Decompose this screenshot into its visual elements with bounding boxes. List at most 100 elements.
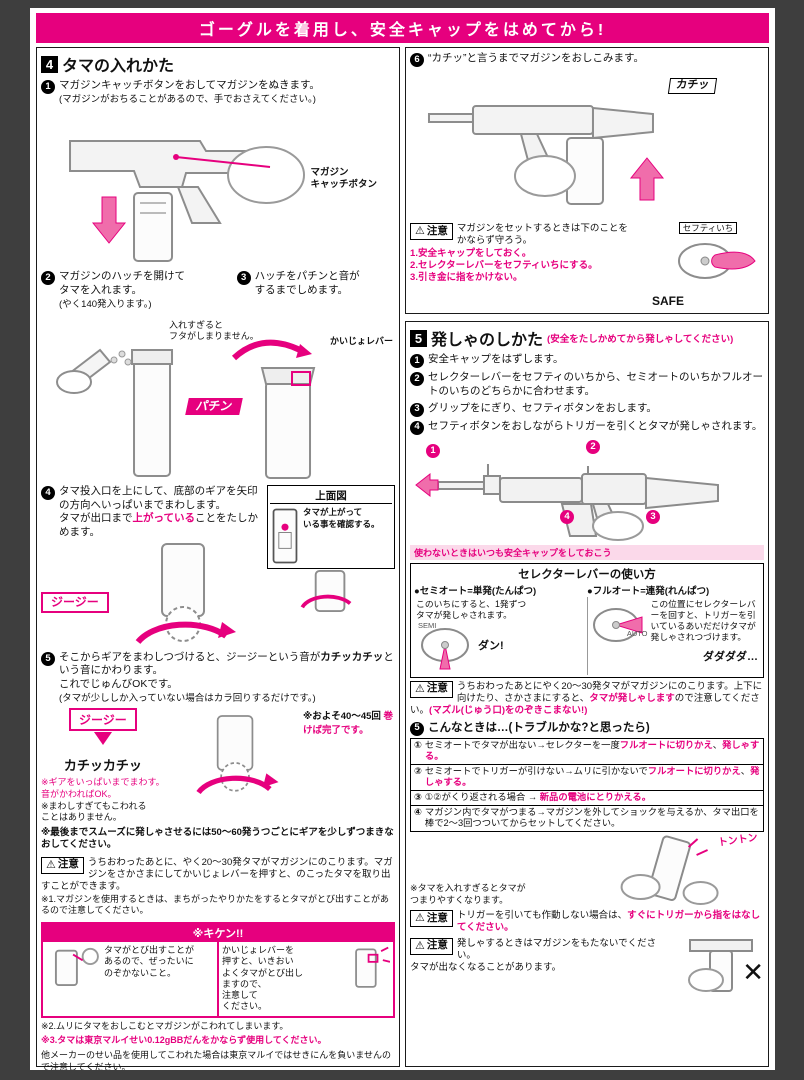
rifle-marker-3: 3 <box>646 509 661 524</box>
note-3a: ※3.タマは東京マルイせい0.12gBBだんをかならず使用してください。 <box>41 1035 327 1046</box>
trouble-row-2: ② セミオートでトリガーが引けない→ムリに引かないでフルオートに切りかえ、発しゃ… <box>410 763 764 791</box>
wind-count-note: ※およそ40〜45回 <box>303 711 381 723</box>
step5-subtext: (タマが少ししか入っていない場合はカラ回りするだけです。) <box>59 692 316 704</box>
warning1-text: うちおわったあとに、やく20〜30発タマがマガジンにのこります。マガジンをさかさ… <box>41 856 393 893</box>
warning-block-1: ⚠注意 うちおわったあとに、やく20〜30発タマがマガジンにのこります。マガジン… <box>41 856 395 917</box>
warning2-item3: 3.引き金に指をかけない。 <box>410 272 523 284</box>
section5-header: 5 発しゃのしかた (安全をたしかめてから発しゃしてください) <box>410 326 764 350</box>
warning2-item2: 2.セレクターレバーをセフティいちにする。 <box>410 260 598 272</box>
rifle-marker-2: 2 <box>586 439 601 454</box>
safety-banner: ゴーグルを着用し、安全キャップをはめてから! <box>36 13 769 43</box>
note-2: ※2.ムリにタマをおしこむとマガジンがこわれてしまいます。 <box>41 1020 289 1031</box>
fire-step-2: 2 セレクターレバーをセフティのいちから、セミオートのいちかフルオートのいちのど… <box>410 371 764 398</box>
top-view-schematic <box>272 508 298 564</box>
fig-load-and-close: 入れすぎると フタがしまりません。 かいじょレバー パチン <box>41 314 395 482</box>
rifle-marker-1: 1 <box>426 443 441 458</box>
selector-usage-title: セレクターレバーの使い方 <box>518 568 656 581</box>
fire-step2-text: セレクターレバーをセフティのいちから、セミオートのいちかフルオートのいちのどちら… <box>428 371 763 397</box>
step3-text: ハッチをパチンと音が するまでしめます。 <box>254 270 360 296</box>
step-3: 3 ハッチをパチンと音が するまでしめます。 <box>236 270 395 311</box>
section5-number: 5 <box>410 329 428 347</box>
row2-sep: 、 <box>740 765 751 776</box>
step-2: 2 マガジンのハッチを開けて タマを入れます。 (やく140発入ります。) <box>41 270 235 311</box>
caution-label-2: ⚠注意 <box>410 223 453 240</box>
fig-dont-hold-magazine: ✕ <box>668 938 764 996</box>
fire-step1-text: 安全キャップをはずします。 <box>428 353 564 366</box>
step1-number: 1 <box>41 80 55 94</box>
wind-done-note: 巻けば完了です。 <box>303 711 394 737</box>
katcha-sound: カチッ <box>667 78 718 94</box>
magazine-small-illustration <box>300 570 352 613</box>
fire-step2-number: 2 <box>410 372 425 387</box>
katikati-sound: カチッカチッ <box>63 758 142 774</box>
caution-label-4: ⚠注意 <box>410 909 453 927</box>
trouble-row-3: ③ ①②がくり返される場合 → 新品の電池にとりかえる。 <box>410 790 764 806</box>
fig-sound-change: ジージー カチッカチッ ※ギアをいっぱいまでまわす。 音がかわればOK。 ※まわ… <box>41 708 395 824</box>
left-column: 4 タマの入れかた 1 マガジンキャッチボタンをおしてマガジンをぬきます。 (マ… <box>36 47 401 1070</box>
step5-text1: そこからギアをまわしつづけると、ジージーという音が <box>59 650 321 663</box>
manual-page: ゴーグルを着用し、安全キャップをはめてから! 4 タマの入れかた 1 マガジンキ… <box>30 8 775 1070</box>
rifle-illustration <box>415 463 720 541</box>
caution-label-3: ⚠注意 <box>410 680 453 698</box>
warning-icon: ⚠ <box>46 858 56 871</box>
caution-text-3: 注意 <box>426 682 448 695</box>
warning-icon-4: ⚠ <box>415 911 425 924</box>
step2-subtext: (やく140発入ります。) <box>59 298 152 310</box>
warning2-intro: マガジンをセットするときは下のことを かならず守ろう。 <box>456 223 628 247</box>
fig-magazine-release: マガジン キャッチボタン <box>41 109 395 267</box>
row4-text: マガジン内でタマがつまる→マガジンを外してショックを与えるか、タマ出口を棒で2〜… <box>424 806 759 829</box>
fire-step4-number: 4 <box>410 420 425 435</box>
warning3-text-c: ので注意してください。 <box>410 692 760 717</box>
right-top-panel: 6 “カチッ”と言うまでマガジンをおしこみます。 <box>405 47 769 315</box>
caution-text-2: 注意 <box>426 224 448 237</box>
selector-safe-illustration <box>678 243 756 280</box>
down-arrow-icon <box>93 732 112 754</box>
warning5-text-b: タマが出なくなることがあります。 <box>410 962 562 974</box>
fire-step-1: 1 安全キャップをはずします。 <box>410 353 764 369</box>
step-1: 1 マガジンキャッチボタンをおしてマガジンをぬきます。 (マガジンがおちることが… <box>41 79 395 106</box>
fig-insert-magazine: カチッ <box>410 70 764 220</box>
step3-number: 3 <box>236 271 251 286</box>
danger-label: ※キケン!! <box>43 924 394 943</box>
row3-number: ③ <box>414 792 422 802</box>
section4-title: タマの入れかた <box>62 58 175 75</box>
trouble-row-4: ④ マガジン内でタマがつまる→マガジンを外してショックを与えるか、タマ出口を棒で… <box>410 804 764 832</box>
tap-magazine-illustration <box>620 835 719 905</box>
row3-text: ①②がくり返される場合 → <box>424 792 540 802</box>
trouble-step-number: 5 <box>410 721 425 736</box>
step4-text2a: タマが出口まで <box>59 512 133 525</box>
auto-heading: ●フルオート=連発(れんぱつ) <box>587 585 710 597</box>
bb-raised-note: タマが上がって いる事を確認する。 <box>303 507 380 530</box>
safe-text: SAFE <box>652 293 685 308</box>
trouble-step: 5 こんなときは…(トラブルかな?と思ったら) <box>410 721 764 736</box>
gear-wind-illustration <box>135 542 237 644</box>
fire-step3-text: グリップをにぎり、セフティボタンをおします。 <box>428 401 657 414</box>
caution-label-5: ⚠注意 <box>410 937 453 955</box>
note-3b: 他メーカーのせい品を使用してこわれた場合は東京マルイではせきにんを負いませんので… <box>41 1050 392 1070</box>
gear-note2: ※まわしすぎてもこわれる ことはありません。 <box>41 800 147 823</box>
step6-number: 6 <box>410 53 425 67</box>
row1-sep: 、 <box>712 739 723 750</box>
fire-step4-text: セフティボタンをおしながらトリガーを引くとタマが発しゃされます。 <box>428 419 763 432</box>
release-lever-label: かいじょレバー <box>330 336 394 347</box>
row2-text: セミオートでトリガーが引けない→ムリに引かないで <box>424 765 648 776</box>
warning-block-2: ⚠注意 マガジンをセットするときは下のことを かならず守ろう。 1.安全キャップ… <box>410 222 764 309</box>
gear-wind-illustration2 <box>196 715 279 795</box>
danger-right-illustration <box>355 946 391 988</box>
warning-icon-3: ⚠ <box>415 682 425 695</box>
danger-left-text: タマがとび出すことが あるので、ぜったいに のぞかないこと。 <box>104 945 195 978</box>
step5-text3: これでじゅんびOKです。 <box>59 678 178 691</box>
caution-label: ⚠注意 <box>41 856 84 874</box>
top-view-title: 上面図 <box>270 488 393 505</box>
warning-block-5: ⚠注意 発しゃするときはマガジンをもたないでください。 タマが出なくなることがあ… <box>410 937 764 996</box>
fire-step-4: 4 セフティボタンをおしながらトリガーを引くとタマが発しゃされます。 <box>410 420 764 435</box>
danger-right-text: かいじょレバーを 押すと、いきおい よくタマがとび出し ますので、 注意して く… <box>222 945 304 1012</box>
step5-number: 5 <box>41 651 55 666</box>
section5-subtitle: (安全をたしかめてから発しゃしてください) <box>547 334 734 346</box>
semi-label: SEMI <box>418 620 437 630</box>
row2-highlight2: 発しゃする。 <box>424 765 760 788</box>
fig-gear-wind: ジージー <box>41 540 263 648</box>
fire-step3-number: 3 <box>410 402 425 417</box>
caution-text-5: 注意 <box>426 939 448 952</box>
warning-block-4: ⚠注意 トリガーを引いても作動しない場合は、すぐにトリガーから指をはなしてくださ… <box>410 909 764 935</box>
